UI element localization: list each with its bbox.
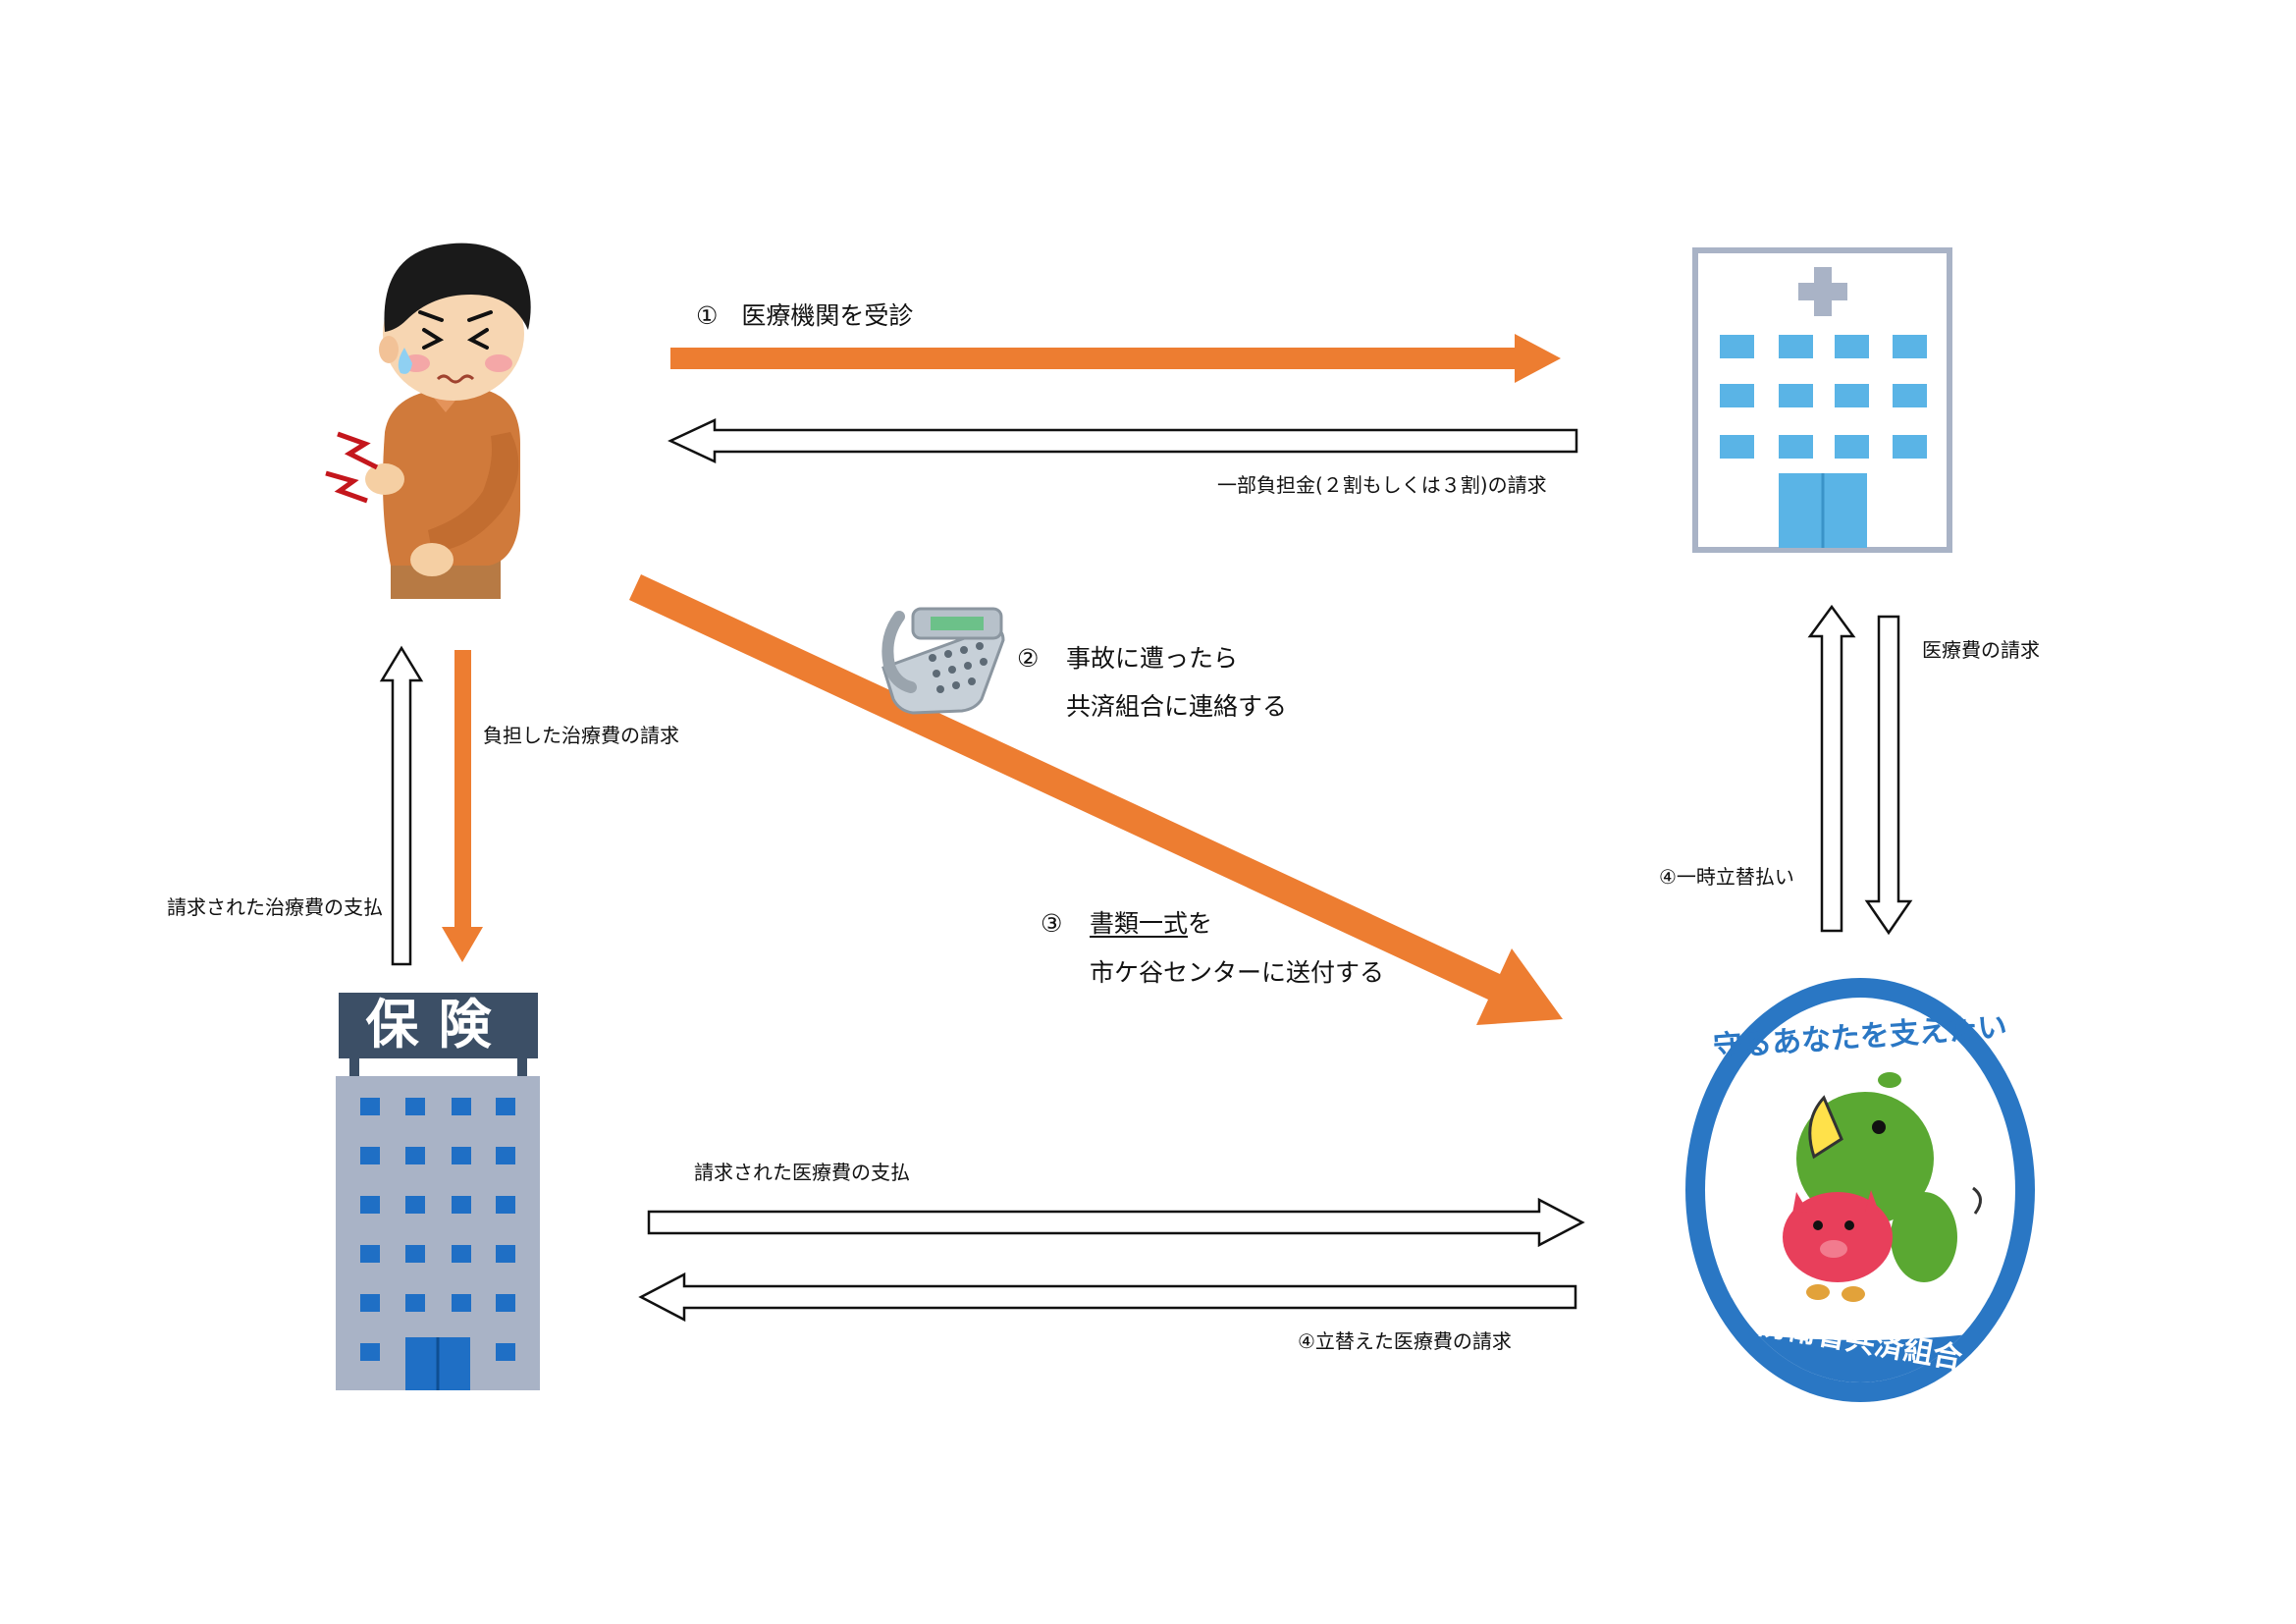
treatment-fee-claim-label: 負担した治療費の請求: [483, 724, 679, 747]
arrow-medical-fee-claim: [1864, 615, 1913, 936]
hospital-cross-icon: [1798, 267, 1847, 316]
reimbursed-fee-claim-label: ④立替えた医療費の請求: [1298, 1329, 1512, 1353]
step-2-number: ②: [1017, 644, 1040, 673]
green-mascot: [1796, 1072, 1982, 1282]
arrow-reimbursed-claim: [638, 1272, 1577, 1323]
mutual-aid-mascot-logo: [1685, 978, 2035, 1402]
insurance-building-windows: [360, 1098, 515, 1361]
step-1-number: ①: [696, 301, 719, 330]
arrow-visit-hospital: [670, 334, 1561, 383]
step-2-line1: 事故に遭ったら: [1066, 644, 1239, 673]
medical-fee-claim-label: 医療費の請求: [1922, 638, 2040, 662]
temporary-payment-label: ④一時立替払い: [1659, 865, 1794, 889]
red-mascot: [1783, 1190, 1893, 1302]
medical-fee-payment-label: 請求された医療費の支払: [694, 1161, 910, 1184]
step-1-label: ① 医療機関を受診: [696, 303, 913, 328]
step-3-suffix: を: [1188, 909, 1213, 938]
arrow-treatment-fee-payment: [379, 645, 424, 966]
treatment-fee-payment-label: 請求された治療費の支払: [167, 895, 383, 919]
step-3-line1: 書類一式を: [1090, 911, 1212, 936]
injured-person-illustration: [325, 243, 531, 599]
insurance-sign-text: 保険: [365, 994, 511, 1056]
step-2-line2: 共済組合に連絡する: [1066, 692, 1288, 721]
hospital-windows: [1720, 335, 1927, 459]
telephone-icon: [881, 607, 1005, 715]
insurance-sign: [339, 993, 538, 1058]
insurance-building-illustration: [336, 993, 540, 1390]
copay-claim-label: 一部負担金(２割もしくは３割)の請求: [1217, 473, 1547, 497]
arrow-medical-fee-payment: [647, 1197, 1585, 1248]
arrow-temporary-payment: [1807, 604, 1856, 933]
arrow-treatment-fee-claim: [442, 650, 483, 962]
arrow-send-documents: [629, 574, 1563, 1025]
step-3-line2: 市ケ谷センターに送付する: [1090, 958, 1385, 987]
arrow-copay-claim: [667, 418, 1578, 463]
document-set-text: 書類一式: [1090, 909, 1189, 938]
step-1-text: 医療機関を受診: [741, 301, 914, 330]
step-3-number: ③: [1041, 909, 1063, 938]
hospital-illustration: [1692, 247, 1952, 553]
